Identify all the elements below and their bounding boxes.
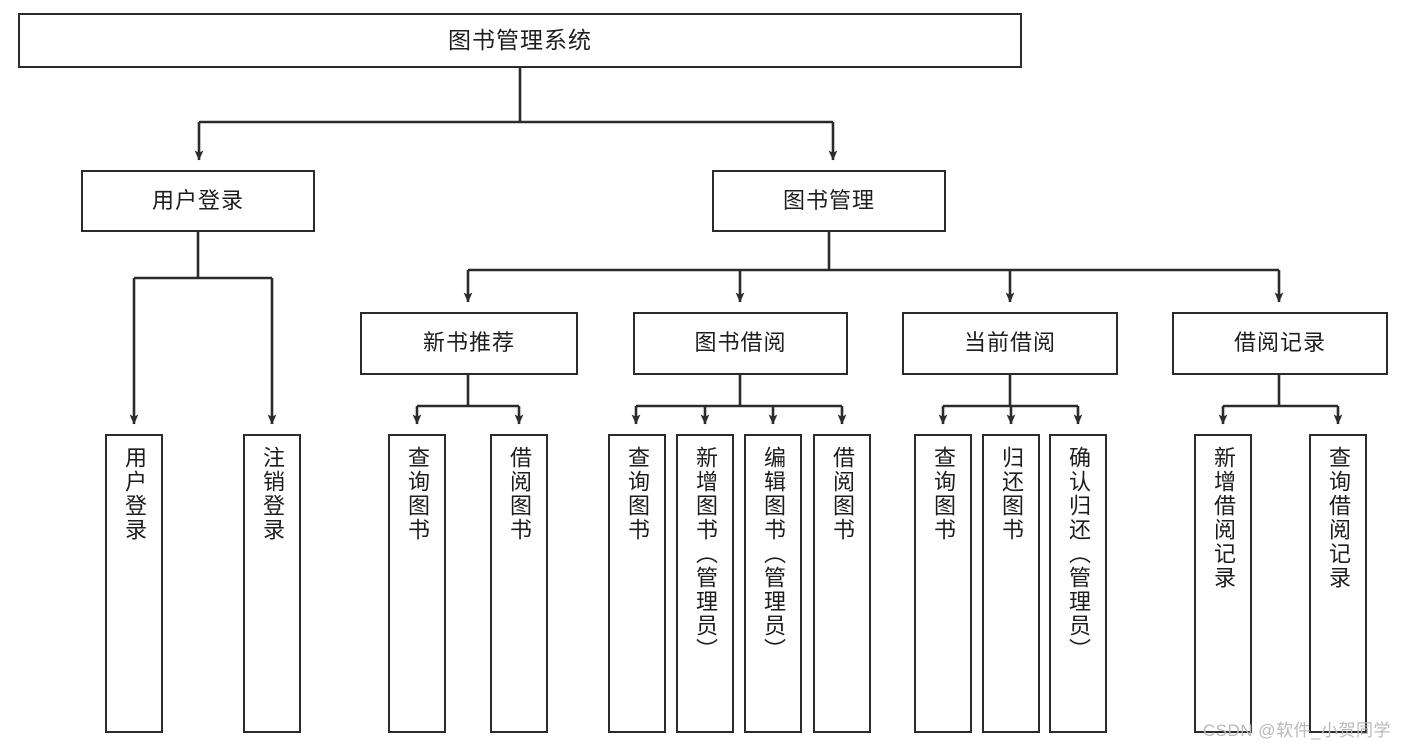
- node-new-book-recommend[interactable]: 新书推荐: [360, 312, 578, 375]
- node-leaf-user-login-label: 用户登录: [121, 446, 147, 542]
- node-leaf-add-record[interactable]: 新增借阅记录: [1194, 434, 1252, 733]
- node-root-label: 图书管理系统: [448, 26, 592, 53]
- node-root[interactable]: 图书管理系统: [18, 13, 1022, 68]
- node-user-login[interactable]: 用户登录: [81, 170, 315, 232]
- node-leaf-query-record-label: 查询借阅记录: [1325, 446, 1351, 590]
- node-leaf-borrow-book-2-label: 借阅图书: [829, 446, 855, 542]
- node-leaf-confirm-return-label: 确认归还（管理员）: [1065, 446, 1091, 662]
- node-book-borrow-label: 图书借阅: [694, 330, 787, 356]
- node-leaf-return-book-label: 归还图书: [998, 446, 1024, 542]
- node-leaf-logout-label: 注销登录: [259, 446, 285, 542]
- watermark: CSDN @软件_小贺同学: [1202, 721, 1391, 740]
- node-borrow-record[interactable]: 借阅记录: [1172, 312, 1388, 375]
- node-leaf-query-book-3-label: 查询图书: [930, 446, 956, 542]
- node-leaf-confirm-return[interactable]: 确认归还（管理员）: [1049, 434, 1107, 733]
- node-leaf-add-book-label: 新增图书（管理员）: [692, 446, 718, 662]
- node-leaf-edit-book-label: 编辑图书（管理员）: [760, 446, 786, 662]
- node-borrow-record-label: 借阅记录: [1233, 330, 1326, 356]
- node-book-management[interactable]: 图书管理: [712, 170, 946, 232]
- node-user-login-label: 用户登录: [151, 187, 244, 213]
- node-new-book-recommend-label: 新书推荐: [422, 330, 515, 356]
- node-current-borrow-label: 当前借阅: [963, 330, 1056, 356]
- node-leaf-logout[interactable]: 注销登录: [243, 434, 301, 733]
- node-leaf-borrow-book-1[interactable]: 借阅图书: [490, 434, 548, 733]
- node-leaf-borrow-book-1-label: 借阅图书: [506, 446, 532, 542]
- node-leaf-borrow-book-2[interactable]: 借阅图书: [813, 434, 871, 733]
- node-book-borrow[interactable]: 图书借阅: [633, 312, 848, 375]
- node-book-management-label: 图书管理: [782, 187, 875, 213]
- node-leaf-query-book-1-label: 查询图书: [404, 446, 430, 542]
- node-current-borrow[interactable]: 当前借阅: [902, 312, 1118, 375]
- node-leaf-query-book-1[interactable]: 查询图书: [388, 434, 446, 733]
- node-leaf-return-book[interactable]: 归还图书: [982, 434, 1040, 733]
- node-leaf-query-record[interactable]: 查询借阅记录: [1309, 434, 1367, 733]
- node-leaf-query-book-3[interactable]: 查询图书: [914, 434, 972, 733]
- node-leaf-add-book[interactable]: 新增图书（管理员）: [676, 434, 734, 733]
- node-leaf-query-book-2-label: 查询图书: [624, 446, 650, 542]
- node-leaf-query-book-2[interactable]: 查询图书: [608, 434, 666, 733]
- node-leaf-user-login[interactable]: 用户登录: [105, 434, 163, 733]
- node-leaf-edit-book[interactable]: 编辑图书（管理员）: [744, 434, 802, 733]
- node-leaf-add-record-label: 新增借阅记录: [1210, 446, 1236, 590]
